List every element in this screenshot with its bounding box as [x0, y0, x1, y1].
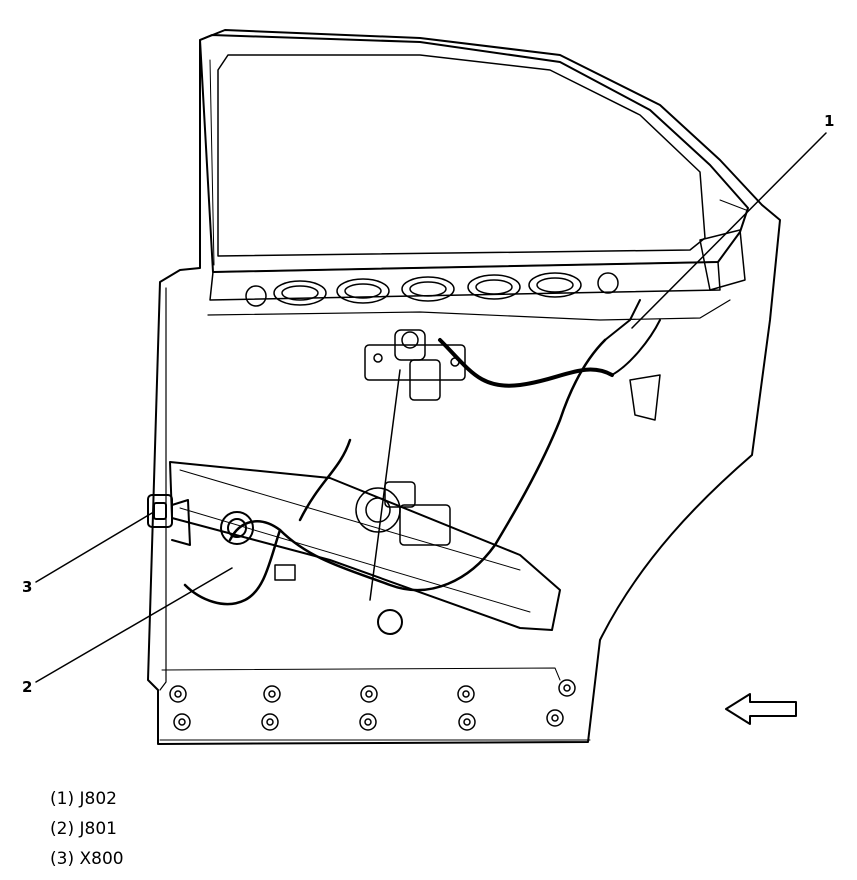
- door-lower-trim-line: [159, 667, 591, 741]
- regulator-pulley: [377, 609, 403, 635]
- window-belt-line: [209, 261, 721, 301]
- callout-3-label: 3: [22, 578, 33, 596]
- window-motor: [355, 481, 451, 546]
- bottom-clips: [169, 679, 576, 731]
- belt-slots: [245, 272, 619, 307]
- wire-harness-branch: [183, 438, 352, 606]
- legend-item: (2) J801: [50, 819, 117, 839]
- grommet-j801: [220, 511, 254, 545]
- belt-lower-rail: [207, 299, 731, 321]
- hinge-area: [629, 229, 746, 421]
- legend-list: (1) J802 (2) J801 (3) X800: [50, 784, 124, 874]
- legend-item: (3) X800: [50, 849, 124, 869]
- window-frame-inner: [209, 59, 747, 266]
- callout-1-leader: [631, 132, 827, 329]
- callout-2-label: 2: [22, 678, 33, 696]
- door-inner-edge: [159, 287, 167, 691]
- window-frame-outer: [199, 34, 749, 273]
- door-outer-panel: [147, 29, 781, 745]
- legend-item: (1) J802: [50, 789, 117, 809]
- window-glass-opening: [217, 54, 706, 257]
- callout-3-leader: [35, 512, 153, 583]
- latch-assembly: [364, 329, 466, 401]
- regulator-track-inner: [179, 469, 531, 613]
- regulator-track: [169, 461, 561, 631]
- connector-plug: [274, 564, 296, 581]
- connector-x800: [147, 494, 191, 546]
- callout-1-label: 1: [824, 112, 835, 130]
- callout-2-leader: [35, 567, 233, 683]
- forward-arrow-icon: [725, 693, 797, 725]
- wire-harness-upper: [604, 299, 661, 376]
- latch-cable: [438, 338, 614, 388]
